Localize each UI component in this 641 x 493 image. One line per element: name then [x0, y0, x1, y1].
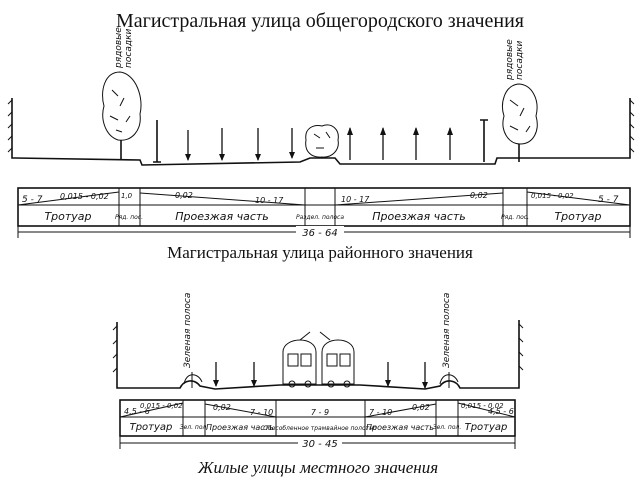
s2-top-cell: 7 - 10 [250, 408, 273, 417]
s1-top-cell: 10 - 17 [255, 196, 284, 205]
s2-bottom-cell: Тротуар [130, 422, 173, 433]
s1-bottom-cell: Проезжая часть [372, 210, 466, 223]
s2-bottom-cell: Тротуар [465, 422, 508, 433]
section3-title: Жилые улицы местного значения [197, 458, 438, 477]
load-arrows-down [185, 128, 295, 161]
tram-icon [319, 331, 355, 388]
s2-dimension: 30 - 45 [302, 439, 337, 450]
s1-top-cell: 0,015 - 0,02 [60, 192, 109, 201]
tree-icon [102, 71, 142, 160]
green-strip-label: Зеленая полоса [442, 293, 452, 368]
s1-bottom-cell: Проезжая часть [175, 210, 269, 223]
median-bush-icon [305, 124, 339, 158]
s2-bottom-cell: Зел. пол. [433, 424, 462, 431]
bush-icon [439, 372, 459, 388]
s1-bottom-cell: Ряд. пос. [115, 214, 143, 221]
s2-top-cell: 0,02 [213, 403, 231, 412]
s2-top-cell: 4,5 - 6 [488, 407, 514, 416]
bush-icon [183, 372, 203, 388]
s1-top-cell: 1,0 [121, 192, 133, 200]
s1-dimension: 36 - 64 [302, 228, 337, 239]
section2-profile: Зеленая полоса Зеленая полоса [112, 293, 524, 390]
tree-label-line2: посадки [124, 28, 134, 68]
s1-top-cell: 5 - 7 [22, 195, 43, 205]
s2-bottom-cell: Обособленное трамвайное полотно [263, 425, 377, 432]
s1-bottom-cell: Раздел. полоса [296, 214, 344, 221]
tree-label-line1: рядовые [505, 39, 515, 81]
section2-title: Магистральная улица районного значения [167, 243, 473, 262]
tree-label-line1: рядовые [114, 27, 124, 69]
tree-label-line2: посадки [515, 40, 525, 80]
s1-top-cell: 0,02 [470, 191, 488, 200]
s1-bottom-cell: Ряд. пос. [501, 214, 529, 221]
s2-top-cell: 7 - 9 [311, 408, 329, 417]
load-arrows-up [347, 127, 453, 160]
section1-title: Магистральная улица общегородского значе… [116, 10, 524, 32]
s2-top-cell: 7 - 10 [369, 408, 392, 417]
s1-top-cell: 0,02 [175, 191, 193, 200]
section1-table: 5 - 7 0,015 - 0,02 1,0 0,02 10 - 17 10 -… [17, 187, 631, 239]
s2-top-cell: 0,015 - 0,02 [461, 402, 504, 410]
tree-icon [502, 83, 538, 162]
s2-bottom-cell: Проезжая часть [366, 423, 434, 432]
s2-top-cell: 4,5 - 6 [124, 407, 150, 416]
s2-top-cell: 0,02 [412, 403, 430, 412]
s1-top-cell: 10 - 17 [341, 195, 370, 204]
section1-profile: рядовые посадки рядовые посадки [7, 27, 635, 166]
s1-bottom-cell: Тротуар [554, 210, 601, 223]
tram-icon [282, 331, 317, 388]
s1-bottom-cell: Тротуар [44, 210, 91, 223]
s2-bottom-cell: Зел. пол. [180, 424, 209, 431]
s1-top-cell: 5 - 7 [598, 195, 619, 205]
s1-top-cell: 0,015 - 0,02 [531, 192, 574, 200]
green-strip-label: Зеленая полоса [183, 293, 193, 368]
section2-table: 4,5 - 6 0,015 - 0,02 0,02 7 - 10 7 - 9 7… [119, 399, 516, 450]
s2-top-cell: 0,015 - 0,02 [140, 402, 183, 410]
s2-bottom-cell: Проезжая часть [206, 423, 274, 432]
